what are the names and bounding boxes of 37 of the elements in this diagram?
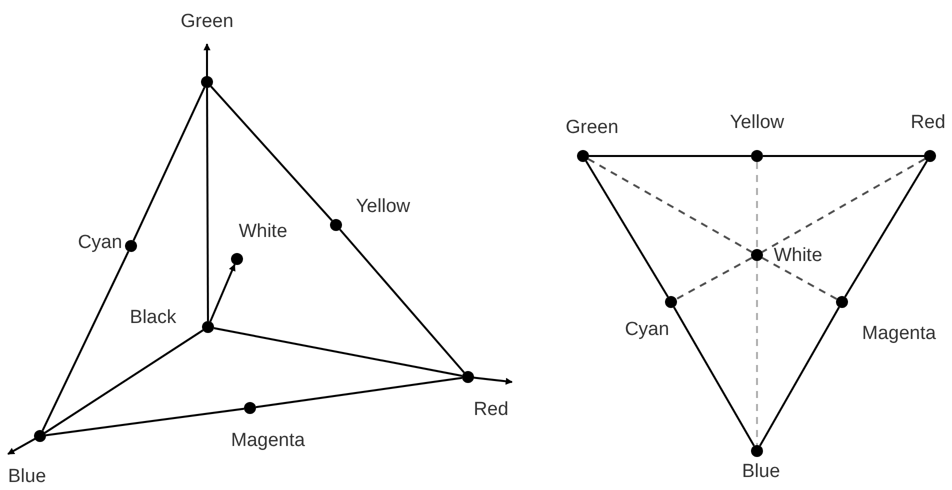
point-label: White bbox=[238, 221, 288, 243]
point-label: White bbox=[774, 245, 822, 267]
point-label: Red bbox=[910, 112, 946, 134]
connector-line bbox=[214, 327, 462, 377]
point-label: Blue bbox=[8, 466, 46, 488]
dashed-line bbox=[756, 261, 758, 445]
connector-line bbox=[589, 155, 751, 157]
connector-line bbox=[132, 87, 206, 241]
connector-line bbox=[46, 408, 244, 436]
point-label: Yellow bbox=[356, 196, 410, 218]
point-label: Magenta bbox=[862, 323, 936, 345]
dashed-line bbox=[588, 158, 752, 253]
point-label: Magenta bbox=[231, 430, 305, 452]
dashed-line bbox=[762, 257, 838, 300]
point-label: Green bbox=[566, 117, 618, 139]
connector-line bbox=[44, 329, 204, 434]
point-label: Yellow bbox=[730, 112, 784, 134]
point-label: Red bbox=[474, 399, 508, 421]
connector-line bbox=[763, 155, 924, 157]
connector-line bbox=[42, 250, 130, 432]
dashed-line bbox=[762, 158, 926, 253]
connector-line bbox=[585, 160, 669, 298]
point-label: Cyan bbox=[624, 319, 670, 341]
connector-line bbox=[759, 306, 840, 446]
connector-line bbox=[210, 86, 333, 222]
dashed-line bbox=[756, 162, 758, 249]
connector-line bbox=[256, 376, 462, 408]
connector-line bbox=[844, 160, 928, 298]
point-label: Green bbox=[180, 11, 234, 33]
connector-line bbox=[339, 228, 465, 374]
connector-line bbox=[673, 306, 755, 446]
point-label: Blue bbox=[742, 461, 780, 483]
connector-line bbox=[206, 88, 209, 321]
point-label: Black bbox=[130, 307, 176, 329]
dashed-line bbox=[676, 257, 752, 300]
arrow bbox=[209, 264, 236, 322]
point-label: Cyan bbox=[78, 232, 122, 254]
